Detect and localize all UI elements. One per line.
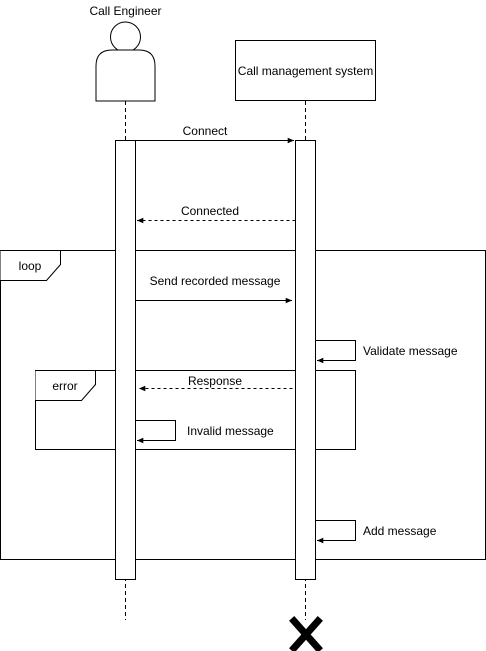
activation-bar-engineer[interactable] bbox=[115, 140, 136, 580]
loop-fragment[interactable] bbox=[0, 250, 486, 560]
message-add-arrow[interactable] bbox=[315, 520, 356, 544]
error-fragment[interactable] bbox=[35, 370, 356, 450]
message-invalid-label: Invalid message bbox=[187, 424, 274, 438]
destroy-x-icon bbox=[289, 616, 323, 651]
message-connected-label: Connected bbox=[181, 204, 239, 218]
error-fragment-label: error bbox=[52, 379, 77, 393]
message-send-recorded-label: Send recorded message bbox=[150, 274, 281, 288]
actor-label-engineer: Call Engineer bbox=[89, 4, 161, 18]
message-add-label: Add message bbox=[363, 524, 437, 538]
message-validate-label: Validate message bbox=[363, 344, 458, 358]
message-response-label: Response bbox=[188, 374, 242, 388]
loop-fragment-label: loop bbox=[19, 259, 42, 273]
participant-box-system[interactable] bbox=[235, 40, 376, 101]
participant-label-system: Call management system bbox=[238, 64, 373, 78]
activation-bar-system[interactable] bbox=[295, 140, 316, 580]
actor-icon[interactable] bbox=[95, 21, 156, 102]
message-connect-label: Connect bbox=[183, 124, 228, 138]
message-invalid-arrow[interactable] bbox=[135, 420, 176, 444]
message-validate-arrow[interactable] bbox=[315, 340, 356, 364]
